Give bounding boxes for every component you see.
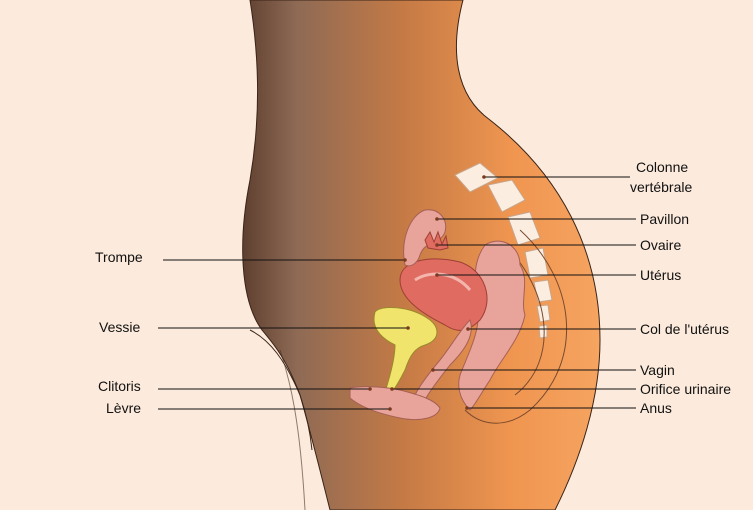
- label-trompe: Trompe: [95, 249, 143, 265]
- label-col-uterus: Col de l'utérus: [640, 321, 729, 337]
- label-colonne-1: Colonne: [636, 159, 688, 175]
- label-vagin: Vagin: [640, 362, 675, 378]
- label-uterus: Utérus: [640, 267, 681, 283]
- body-silhouette: [243, 0, 600, 510]
- label-pavillon: Pavillon: [640, 211, 689, 227]
- label-vessie: Vessie: [99, 319, 140, 335]
- label-ovaire: Ovaire: [640, 237, 681, 253]
- label-clitoris: Clitoris: [98, 378, 141, 394]
- label-levre: Lèvre: [106, 400, 141, 416]
- label-colonne-2: vertébrale: [630, 179, 692, 195]
- label-orifice-urinaire: Orifice urinaire: [640, 381, 731, 397]
- label-anus: Anus: [640, 400, 672, 416]
